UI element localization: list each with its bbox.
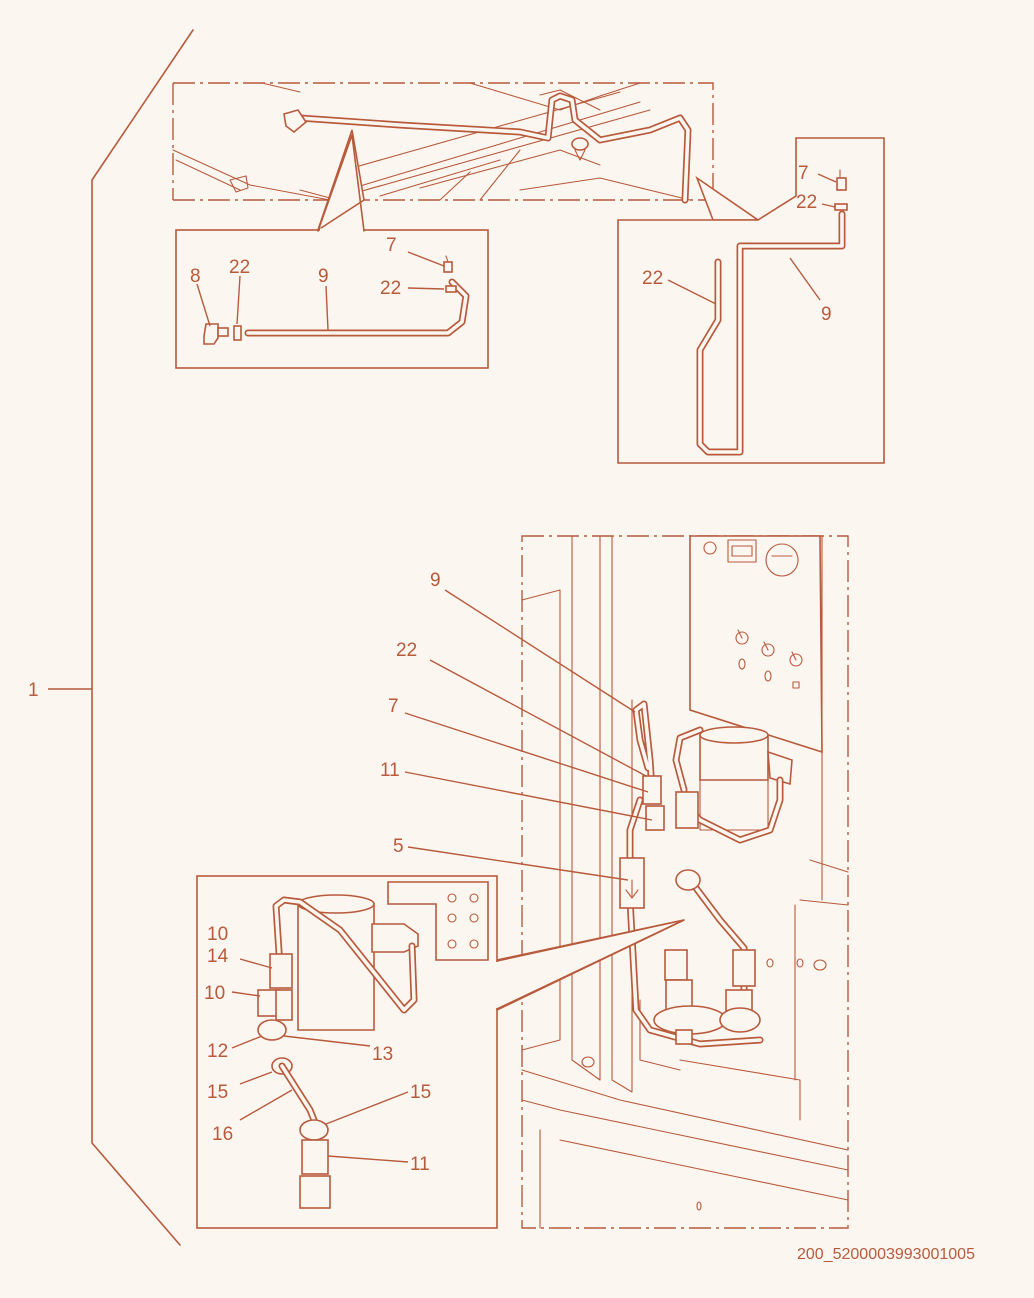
callout-15: 15 bbox=[207, 1082, 228, 1103]
callout-10: 10 bbox=[207, 924, 228, 945]
main-view: 9 22 7 11 5 bbox=[380, 535, 849, 1229]
callout-13: 13 bbox=[372, 1044, 393, 1065]
callout-22: 22 bbox=[796, 192, 817, 213]
top-view bbox=[172, 82, 714, 204]
callout-5: 5 bbox=[393, 836, 404, 857]
callout-7: 7 bbox=[798, 163, 809, 184]
callout-9: 9 bbox=[821, 304, 832, 325]
callout-22b: 22 bbox=[380, 278, 401, 299]
callout-10b: 10 bbox=[204, 983, 225, 1004]
callout-9: 9 bbox=[318, 266, 329, 287]
assembly-bracket: 1 bbox=[28, 29, 194, 1246]
callout-11: 11 bbox=[380, 760, 400, 781]
top-left-detail: 8 22 9 7 22 bbox=[175, 134, 489, 369]
top-right-detail: 7 22 22 9 bbox=[617, 137, 885, 464]
callout-22: 22 bbox=[229, 257, 250, 278]
callout-8: 8 bbox=[190, 266, 201, 287]
bottom-detail: 10 14 10 12 13 15 16 15 11 bbox=[196, 875, 685, 1229]
document-id: 200_5200003993001005 bbox=[797, 1246, 975, 1263]
callout-11: 11 bbox=[410, 1154, 430, 1175]
callout-12: 12 bbox=[207, 1041, 228, 1062]
callout-7: 7 bbox=[388, 696, 399, 717]
callout-15b: 15 bbox=[410, 1082, 431, 1103]
callout-7: 7 bbox=[386, 235, 397, 256]
callout-9: 9 bbox=[430, 570, 441, 591]
callout-16: 16 bbox=[212, 1124, 233, 1145]
toggle-switches bbox=[735, 629, 803, 689]
callout-22: 22 bbox=[396, 640, 417, 661]
callout-assembly: 1 bbox=[28, 680, 39, 701]
callout-14: 14 bbox=[207, 946, 229, 967]
callout-22b: 22 bbox=[642, 268, 663, 289]
